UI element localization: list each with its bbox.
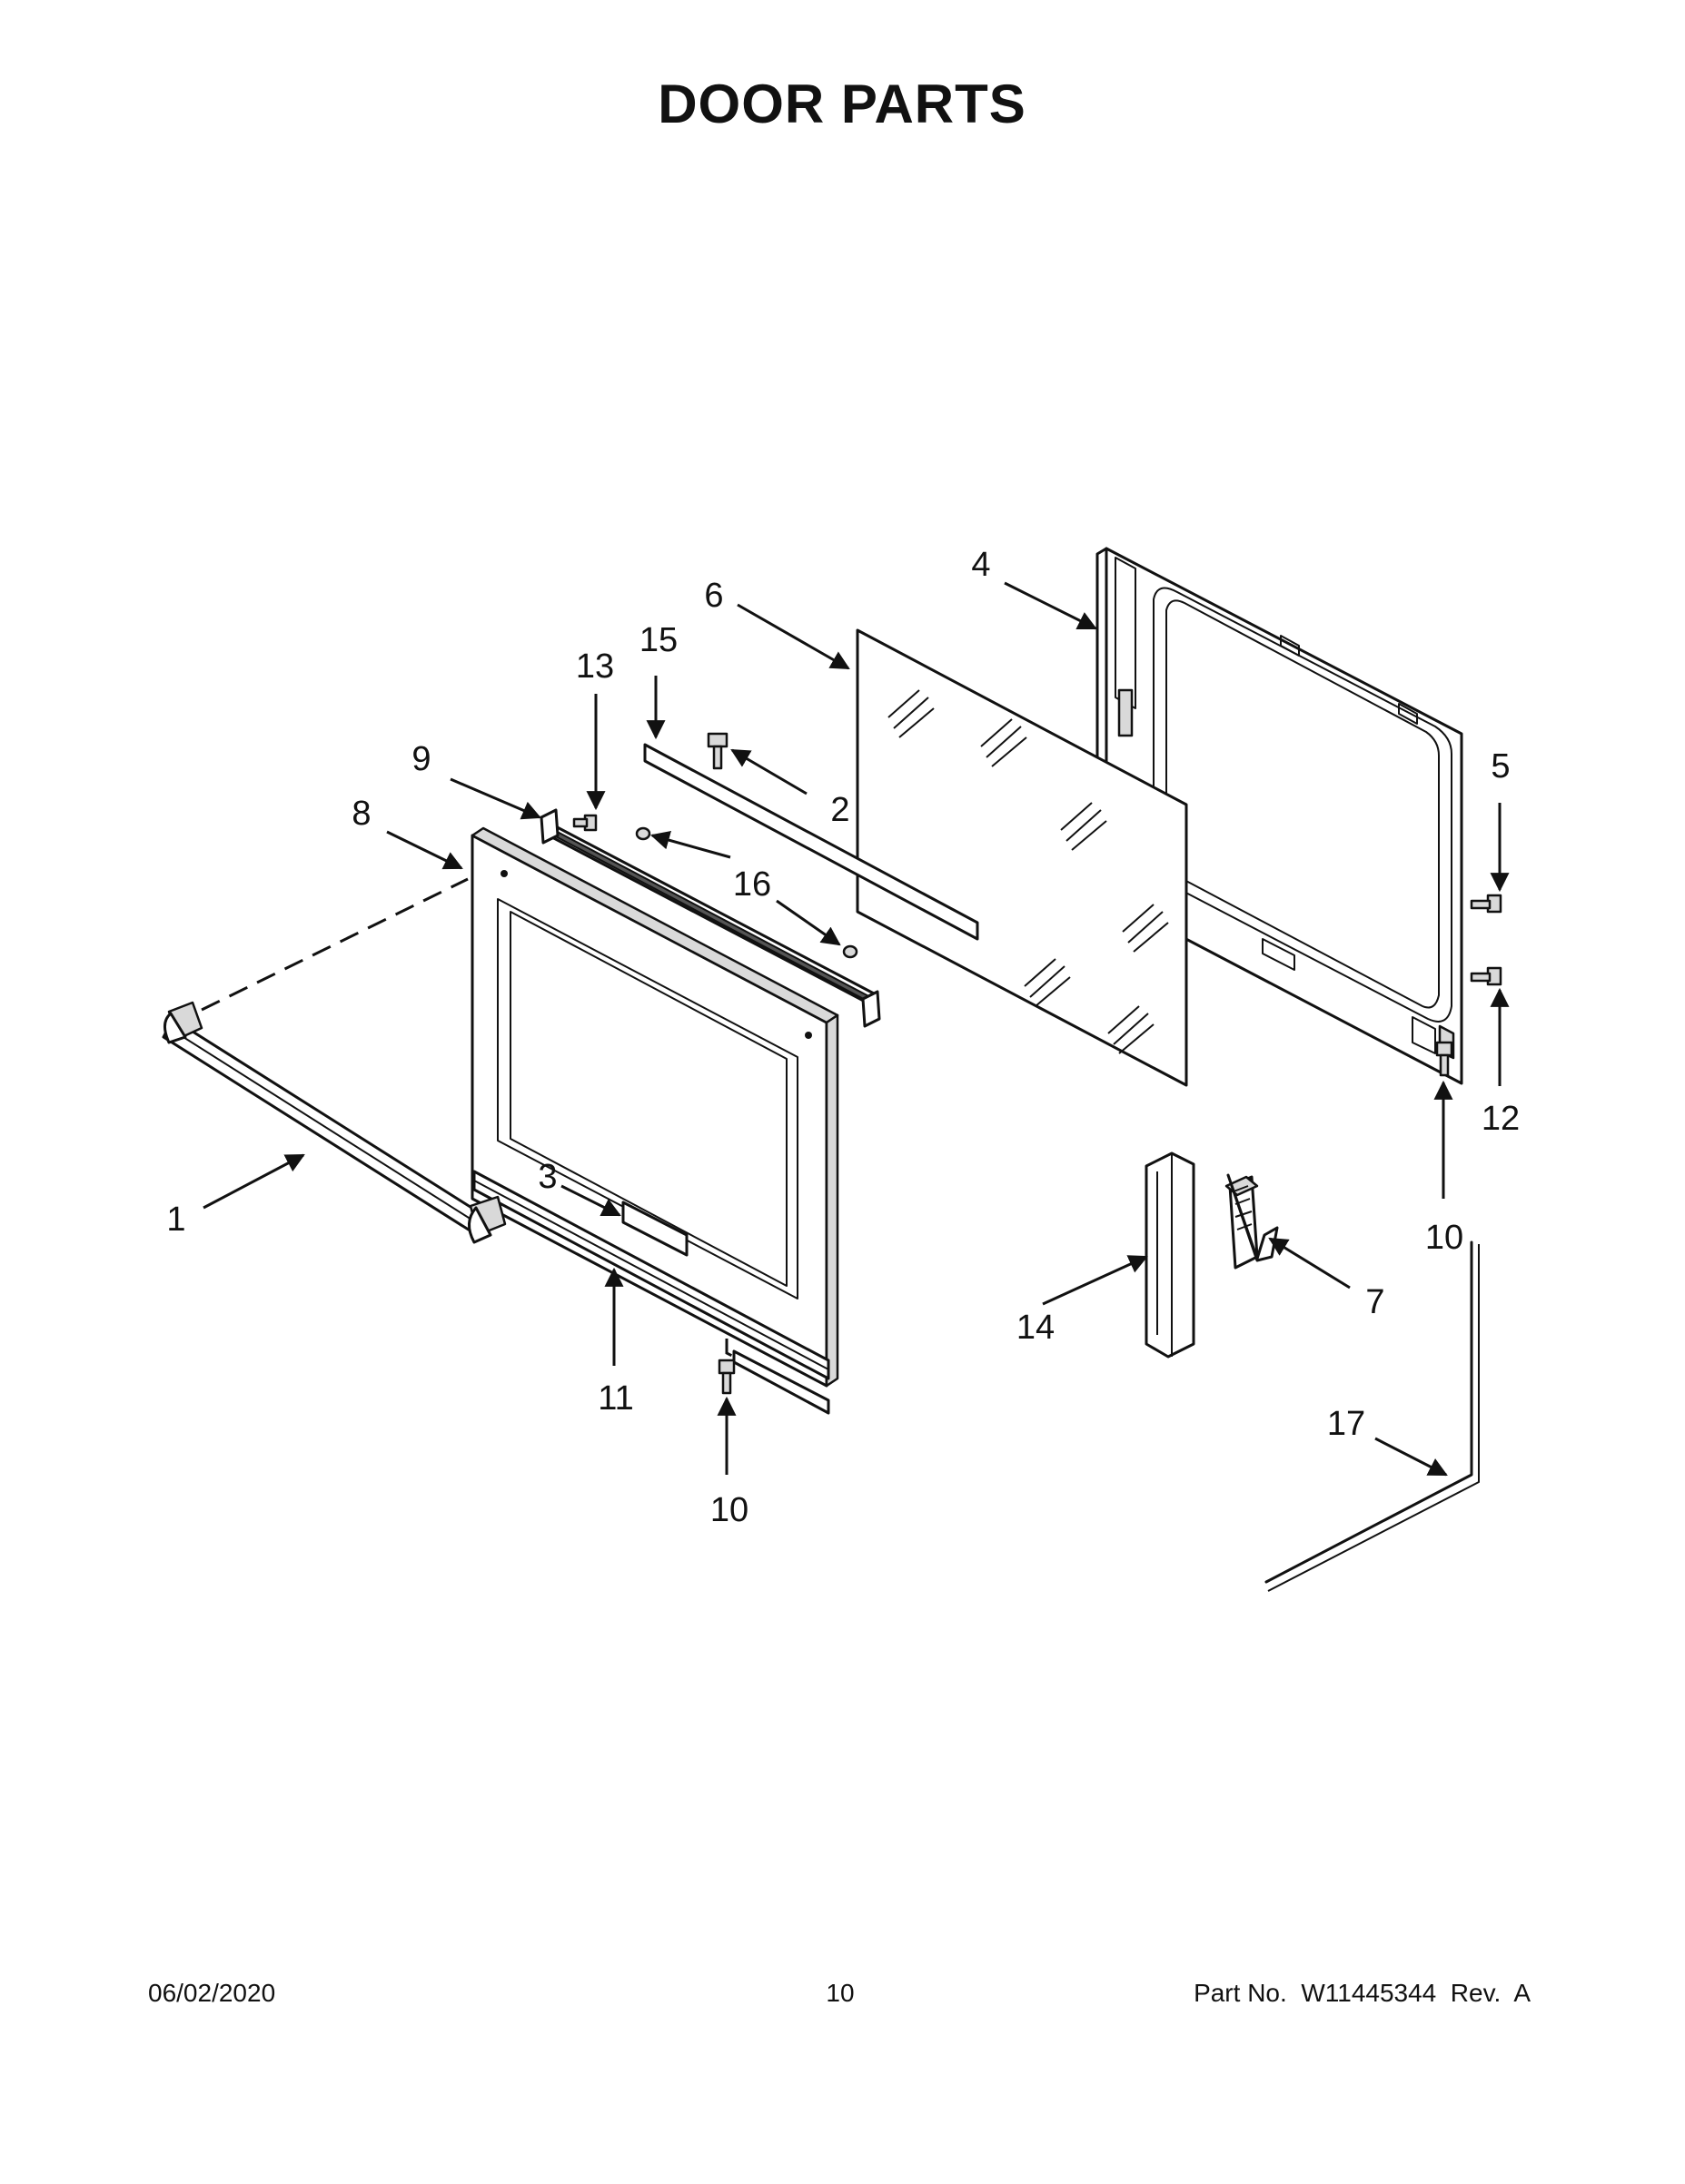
callout-17: 17 [1327,1405,1365,1443]
door-gasket-part [1264,1240,1480,1592]
door-glass-part [856,628,1188,1087]
callout-labels: 1 2 3 4 5 6 7 8 9 10 10 11 12 13 14 15 1… [166,546,1520,1529]
callout-10-bottom: 10 [710,1491,748,1529]
bottom-bracket-part [725,1339,830,1415]
callout-7: 7 [1365,1283,1384,1321]
callout-5: 5 [1491,747,1510,786]
screw-icon [1435,1041,1453,1077]
callout-14: 14 [1016,1309,1055,1347]
callout-8: 8 [352,795,371,833]
callout-6: 6 [704,577,723,615]
callout-15: 15 [639,621,678,659]
screw-icon [1470,966,1502,986]
door-handle-part [162,1001,507,1244]
top-bracket-part [540,808,881,1028]
callout-11: 11 [598,1379,633,1418]
callout-1: 1 [166,1201,185,1239]
callout-9: 9 [411,740,431,778]
screw-icon [707,732,729,770]
screw-icon [718,1359,736,1395]
footer-part-number: Part No. W11445344 Rev. A [1194,1979,1531,2007]
footer-date: 06/02/2020 [148,1979,275,2007]
callout-4: 4 [971,546,990,584]
handle-mount-guide [201,877,469,1012]
washer-icon [842,944,858,959]
screw-icon [572,814,598,832]
callout-16: 16 [733,865,771,904]
outer-door-panel-part [471,826,839,1388]
washer-icon [635,826,651,841]
screw-icon [1470,894,1502,914]
footer-page-number: 10 [826,1979,854,2007]
door-badge-part [621,1201,689,1257]
bottom-trim-part [472,1170,830,1380]
callout-12: 12 [1482,1100,1520,1138]
callout-2: 2 [830,791,849,829]
leader-lines [203,581,1510,1477]
hinge-receptacle-part [1145,1151,1195,1359]
door-hinge-part [1224,1173,1279,1270]
callout-13: 13 [576,647,614,686]
glass-support-strip-part [643,743,979,941]
page-title: DOOR PARTS [658,74,1026,134]
callout-10-right: 10 [1425,1219,1463,1257]
callout-3: 3 [538,1158,557,1196]
